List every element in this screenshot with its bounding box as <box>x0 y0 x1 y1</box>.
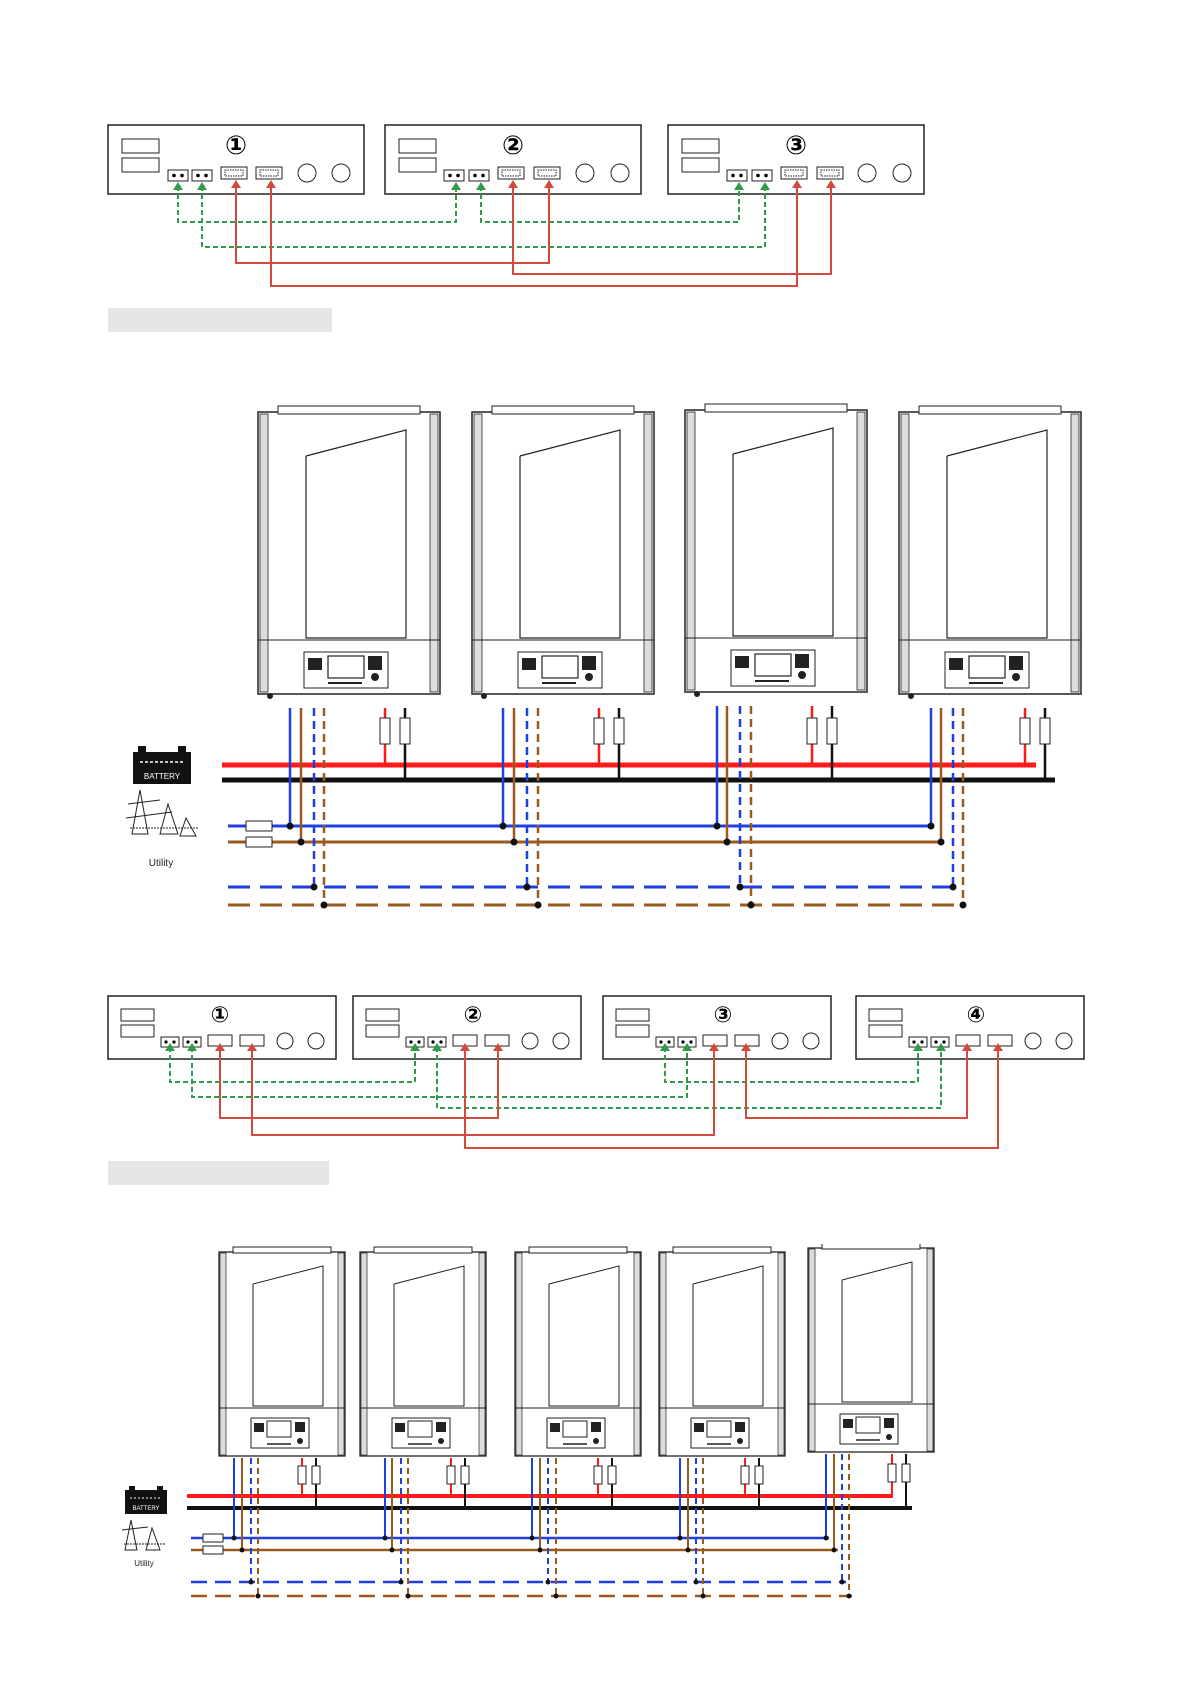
inverter-unit-1 <box>258 406 440 699</box>
inverter-unit-4 <box>659 1247 785 1456</box>
comm-diagram-3-units: ① ② ③ <box>0 0 1191 320</box>
inverter-unit-2 <box>360 1247 486 1456</box>
caption-placeholder-2 <box>108 1161 329 1185</box>
inverter-unit-1 <box>219 1247 345 1456</box>
wiring-diagram-4-inverters: BATTERY Utility <box>0 380 1191 920</box>
unit-number-2: ② <box>502 131 524 161</box>
inverter-unit-5 <box>808 1244 934 1452</box>
inverter-unit-3 <box>515 1247 641 1456</box>
battery-label: BATTERY <box>144 772 181 781</box>
unit-number-1: ① <box>211 1003 230 1028</box>
sync-cables <box>178 186 765 247</box>
utility-icon: Utility <box>122 1520 166 1568</box>
inverter-unit-3 <box>685 404 867 697</box>
unit-number-2: ② <box>464 1003 483 1028</box>
battery-label: BATTERY <box>132 1506 159 1512</box>
battery-icon: BATTERY <box>133 746 191 784</box>
unit-number-3: ③ <box>714 1003 733 1028</box>
inverter-unit-4 <box>899 406 1081 699</box>
inverter-unit-2 <box>472 406 654 699</box>
utility-icon: Utility <box>126 790 198 869</box>
drop-lines-4 <box>287 706 1051 909</box>
drop-lines-5 <box>234 1454 906 1596</box>
utility-label: Utility <box>149 858 173 869</box>
unit-number-3: ③ <box>785 131 807 161</box>
caption-placeholder-1 <box>108 308 332 332</box>
unit-number-1: ① <box>225 131 247 161</box>
wiring-diagram-5-inverters: BATTERY Utility <box>0 1244 1191 1684</box>
battery-icon: BATTERY <box>125 1486 167 1514</box>
comm-cables <box>236 182 831 286</box>
utility-label: Utility <box>134 1559 154 1568</box>
comm-diagram-4-units: ① ② ③ ④ <box>0 985 1191 1165</box>
unit-number-4: ④ <box>967 1003 986 1028</box>
